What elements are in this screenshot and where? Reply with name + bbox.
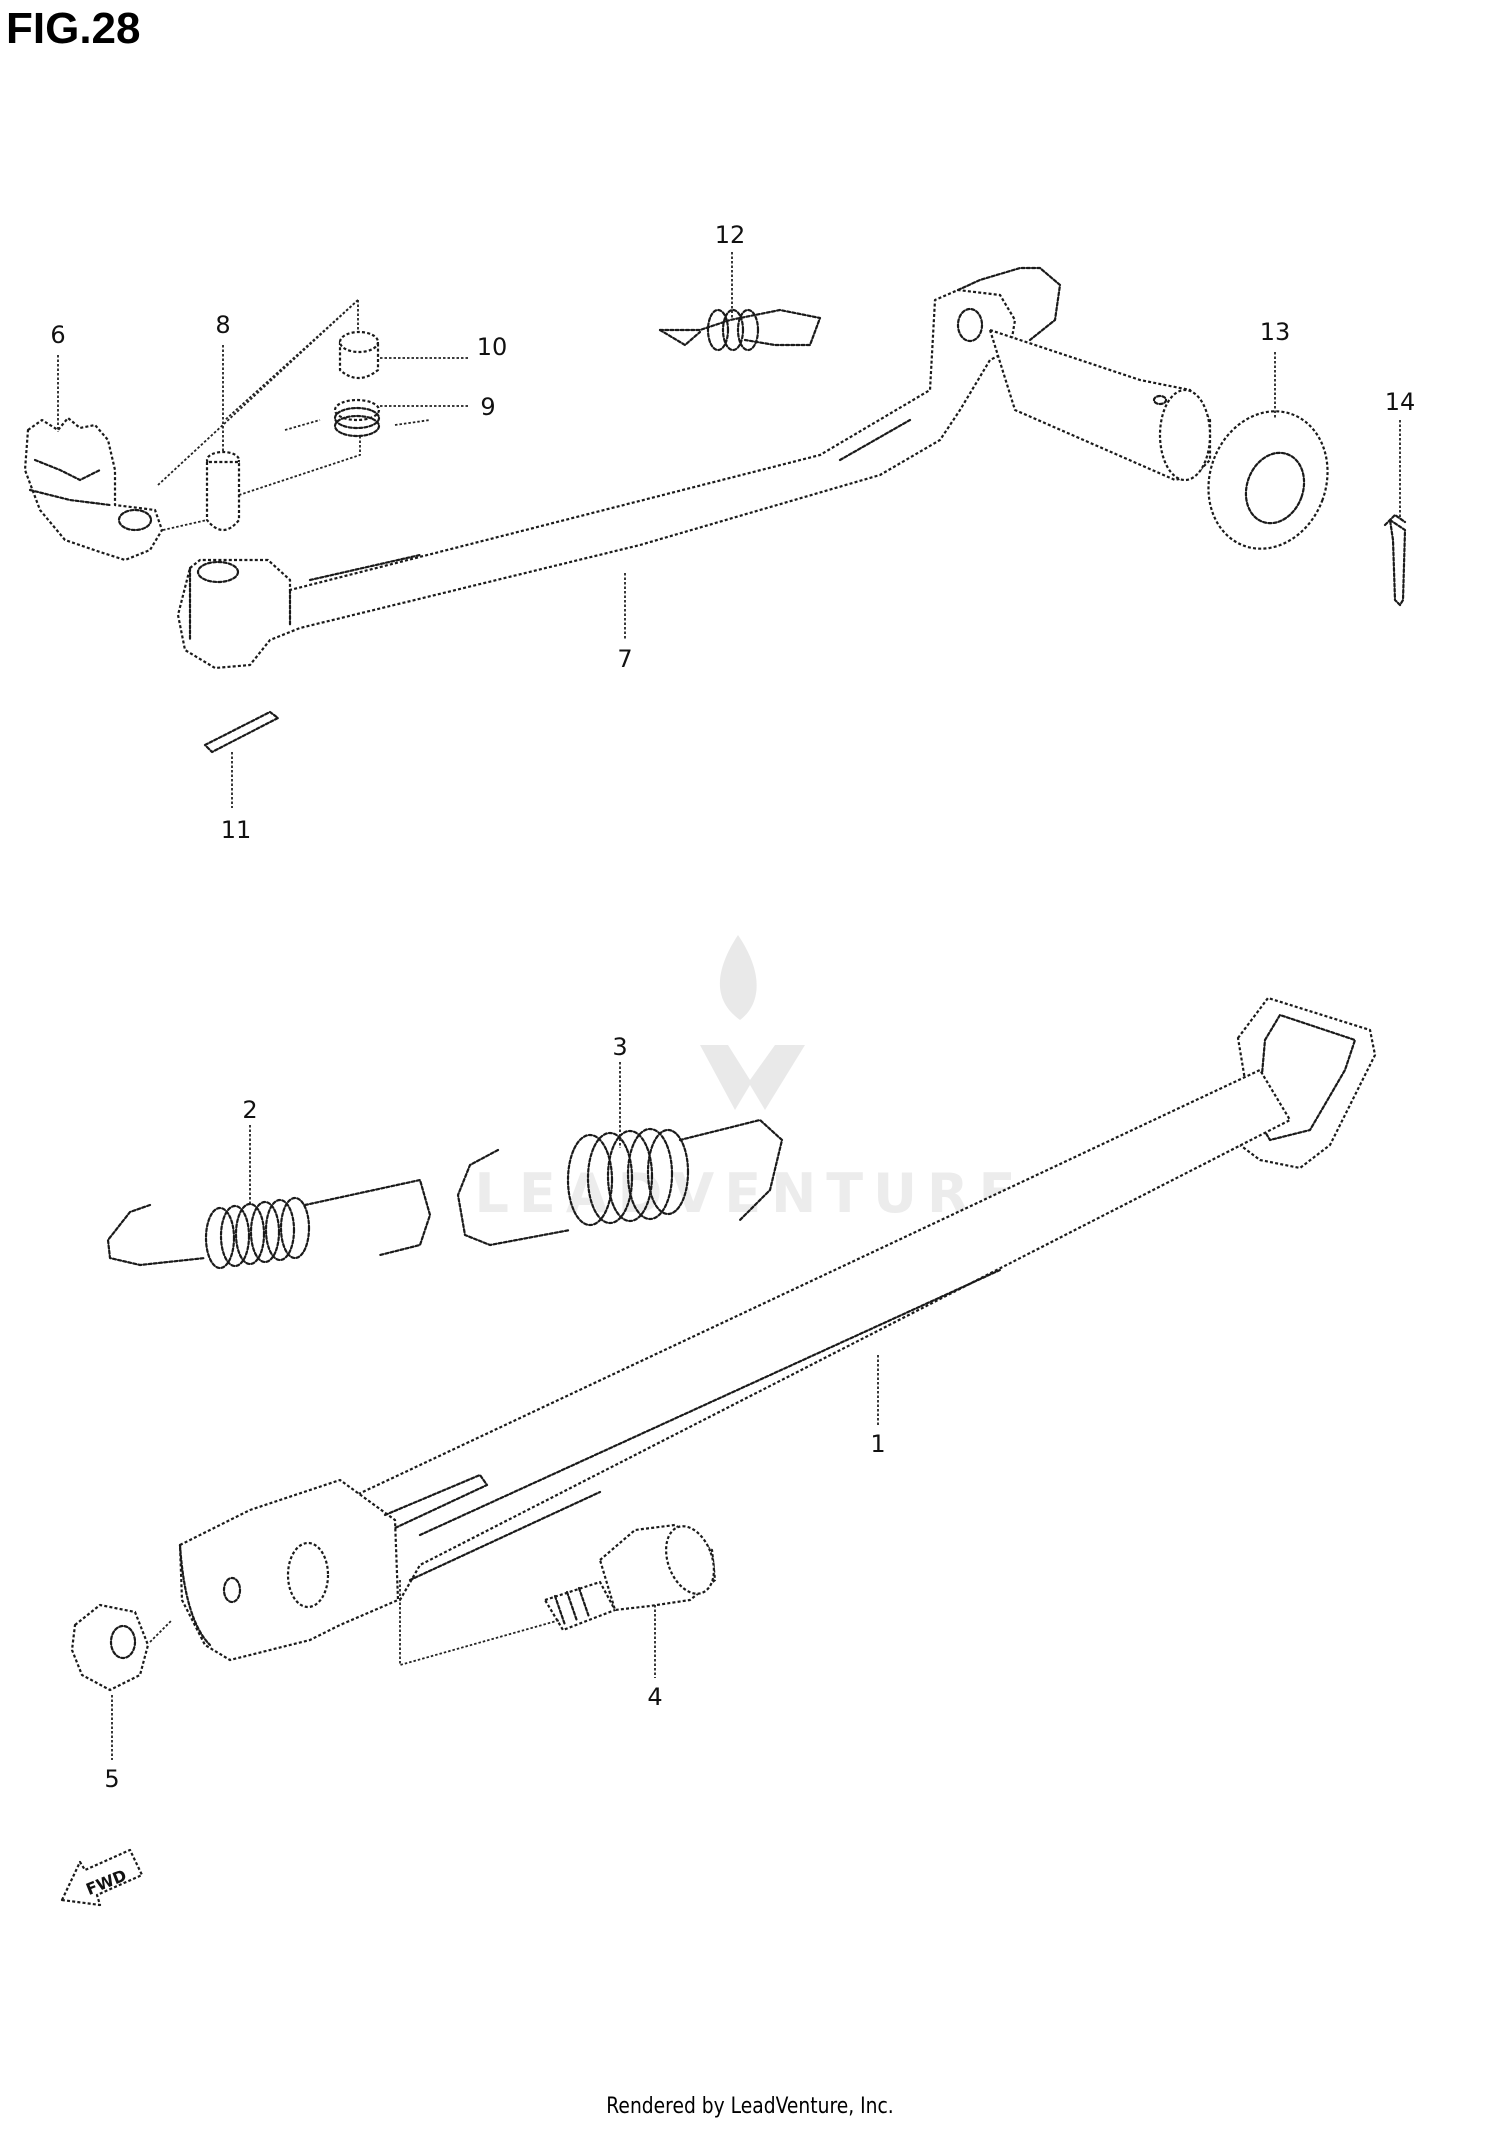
callout-10: 10: [477, 333, 508, 361]
callout-1: 1: [870, 1430, 885, 1458]
part-4-bolt: [543, 1523, 717, 1632]
part-10-collar: [338, 330, 380, 380]
part-11-cotter-pin: [203, 710, 280, 754]
part-7-brake-pedal: [176, 266, 1212, 670]
callout-4: 4: [647, 1683, 662, 1711]
lower-assembly-lines: [149, 1580, 561, 1667]
callout-14: 14: [1385, 388, 1416, 416]
callout-12: 12: [715, 221, 746, 249]
callout-13: 13: [1260, 318, 1291, 346]
part-13-washer: [1207, 410, 1329, 550]
fwd-direction-badge: FWD: [60, 1848, 144, 1907]
callout-11: 11: [221, 816, 252, 844]
callout-7: 7: [617, 645, 632, 673]
part-6-joint: [23, 416, 164, 562]
part-3-spring: [456, 1118, 784, 1247]
figure-title: FIG.28: [6, 4, 141, 53]
callout-3: 3: [612, 1033, 627, 1061]
part-12-return-spring: [658, 308, 822, 352]
leader-lines: [57, 252, 1401, 1760]
callout-6: 6: [50, 321, 65, 349]
callout-5: 5: [104, 1765, 119, 1793]
callout-8: 8: [215, 311, 230, 339]
callout-9: 9: [480, 393, 495, 421]
upper-assembly-lines: [157, 299, 470, 531]
part-14-cotter-pin: [1383, 513, 1407, 607]
callout-labels: 1 2 3 4 5 6 7 8 9 10 11 12 13 14: [50, 221, 1415, 1793]
part-9-spring-washer: [333, 398, 381, 438]
part-5-nut: [70, 1603, 150, 1692]
leadventure-watermark: LEADVENTURE: [475, 935, 1026, 1225]
callout-2: 2: [242, 1096, 257, 1124]
footer-credit: Rendered by LeadVenture, Inc.: [606, 2094, 894, 2119]
watermark-text: LEADVENTURE: [475, 1162, 1026, 1225]
part-2-spring: [106, 1178, 432, 1270]
part-8-pin: [205, 450, 241, 532]
part-1-side-stand: [178, 996, 1377, 1662]
